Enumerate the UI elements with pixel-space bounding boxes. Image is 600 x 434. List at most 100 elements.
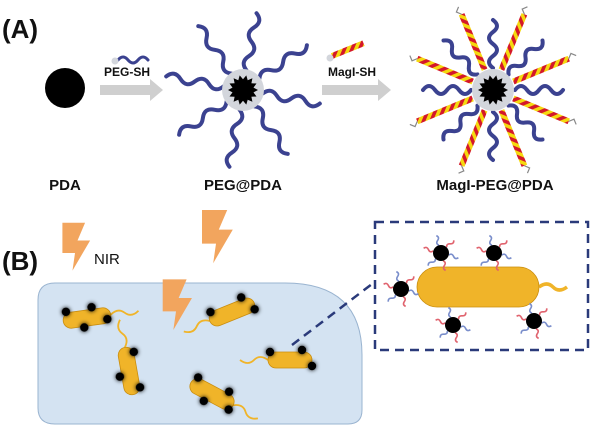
magi-chain	[409, 55, 474, 85]
magi-chain	[512, 95, 577, 125]
lightning-icon	[162, 279, 192, 330]
magi-chain	[498, 6, 528, 71]
ligand	[435, 234, 440, 246]
flagellum	[239, 356, 269, 364]
lightning-icon	[202, 210, 233, 264]
magi-end	[568, 52, 577, 59]
thiol-end-icon	[326, 54, 334, 62]
nanoparticle	[307, 361, 317, 371]
peg-chain	[252, 104, 290, 156]
magi-end	[524, 165, 531, 174]
ligand	[454, 332, 459, 344]
flagellum	[537, 282, 569, 292]
bacterium-body	[416, 266, 540, 308]
ligand	[383, 282, 394, 289]
peg-chain	[506, 38, 545, 77]
peg-chain	[224, 107, 245, 169]
magi-chain	[458, 109, 488, 174]
peg-chain	[487, 110, 499, 162]
ligand	[439, 330, 449, 338]
magi-chain	[512, 52, 577, 85]
caption-peg-pda: PEG@PDA	[204, 177, 282, 194]
peg-chain	[421, 84, 473, 96]
magi-sh-chain-icon	[330, 40, 365, 59]
thiol-end-icon	[111, 57, 119, 65]
nanoparticle	[80, 323, 89, 332]
ligand	[516, 314, 527, 321]
panel-b: (B) NIR	[2, 210, 590, 425]
caption-magi-peg-pda: MagI-PEG@PDA	[436, 177, 553, 194]
bacterium	[239, 345, 317, 371]
ligand	[498, 240, 508, 248]
nanoparticle	[445, 317, 461, 333]
ligand	[541, 321, 552, 328]
arrow-1-shape	[100, 79, 163, 101]
ligand	[423, 246, 434, 253]
ligand	[447, 306, 452, 318]
magi-end	[458, 165, 465, 174]
arrow-2-label: MagI-SH	[328, 65, 376, 79]
magi-end	[568, 118, 577, 125]
ligand	[480, 258, 490, 266]
magi-chain	[409, 95, 474, 128]
ligand	[520, 326, 530, 334]
ligand	[501, 253, 512, 260]
bacterium	[183, 293, 259, 334]
nanoparticle	[129, 347, 138, 357]
panel-a-label: (A)	[2, 14, 38, 44]
flagellum	[233, 404, 259, 420]
ligand	[535, 328, 540, 340]
magi-chain	[498, 109, 531, 174]
peg-chain	[513, 84, 565, 96]
nir-lightning-group	[62, 210, 233, 330]
magi-strand	[458, 109, 488, 167]
peg-chain	[257, 43, 309, 81]
flagellum	[117, 319, 128, 348]
bacterium-body	[189, 378, 235, 410]
nanoparticle	[206, 307, 215, 317]
arrow-1-label: PEG-SH	[104, 65, 150, 79]
ligand	[442, 260, 447, 272]
magi-strand	[498, 13, 528, 71]
pda-core	[228, 75, 258, 105]
ligand	[528, 302, 533, 314]
ligand	[395, 270, 400, 282]
peg-chain	[177, 99, 229, 137]
magi-strand	[458, 13, 488, 71]
nanoparticle	[486, 245, 502, 261]
lightning-icon	[62, 222, 91, 271]
bacteria-group	[61, 293, 317, 420]
magi-strand	[498, 109, 528, 167]
bacterium	[189, 373, 259, 420]
magi-strand	[512, 55, 570, 85]
ligand	[457, 312, 467, 320]
magi-end	[521, 6, 528, 15]
peg-chain	[487, 18, 499, 70]
nanoparticle	[433, 245, 449, 261]
bacterium-body	[117, 346, 141, 396]
magi-end	[409, 121, 418, 128]
magi-strand	[416, 95, 474, 125]
nanoparticle	[135, 383, 145, 392]
peg-chain	[196, 24, 234, 76]
magi-end	[409, 55, 418, 62]
bacterium	[115, 319, 145, 396]
peg-chain	[441, 38, 480, 77]
bacterium	[383, 234, 569, 344]
ligand	[402, 296, 407, 308]
nanoparticle	[115, 372, 125, 381]
nanoparticle	[61, 307, 71, 317]
nanoparticle	[297, 345, 307, 355]
peg-sh-chain-icon	[116, 55, 150, 65]
peg-chain	[241, 11, 262, 73]
ligand	[387, 294, 397, 302]
arrow-peg-sh: PEG-SH	[100, 55, 163, 101]
nanoparticle	[237, 293, 246, 302]
ligand	[427, 258, 437, 266]
nanoparticle	[250, 305, 259, 314]
peg-chain	[441, 103, 480, 142]
flagellum	[110, 309, 140, 316]
panel-a: (A) PEG-SH MagI-SH PDA PEG@PDA MagI-PEG@…	[2, 6, 577, 194]
bacterium-body	[267, 351, 313, 369]
